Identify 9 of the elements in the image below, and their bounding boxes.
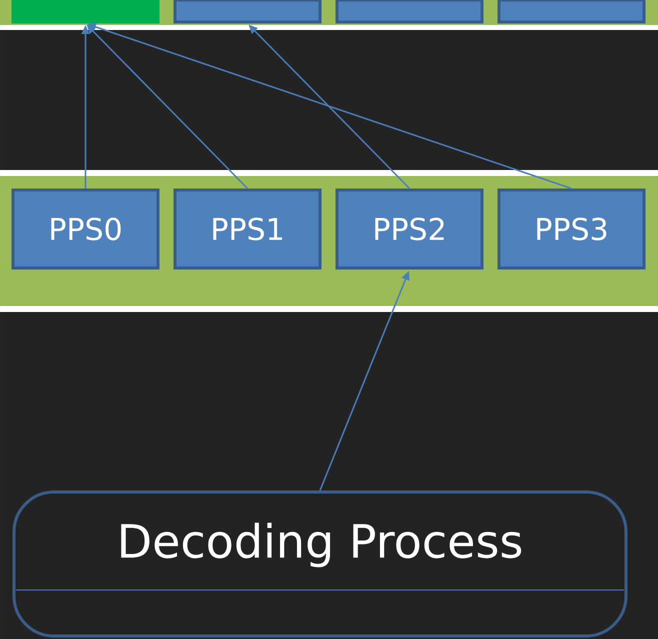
parameter-set-box: PPS1 [174,188,322,270]
box [498,0,646,24]
box [174,0,322,24]
process-box: Decoding Process [12,490,628,638]
parameter-set-box: PPS3 [498,188,646,270]
parameter-set-box: PPS0 [12,188,160,270]
box [12,0,160,24]
parameter-set-box: PPS2 [336,188,484,270]
box [336,0,484,24]
